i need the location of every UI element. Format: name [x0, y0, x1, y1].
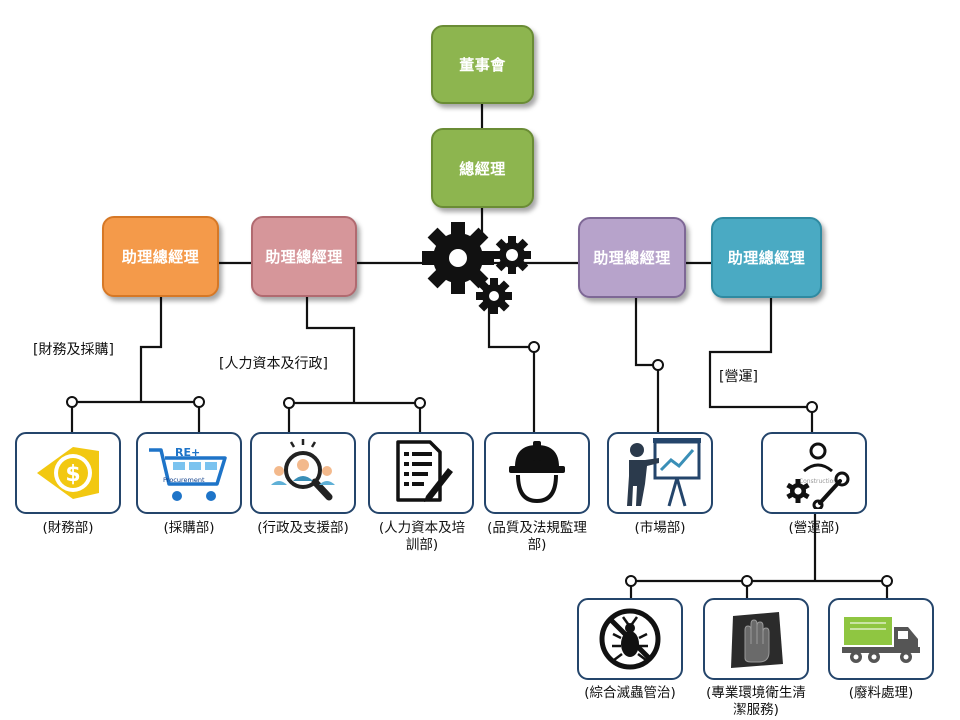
board-box: 董事會 [431, 25, 534, 104]
gears-icon [422, 222, 531, 314]
admin-support-dept-label: (行政及支援部) [257, 520, 349, 536]
group-operations: [營運] [719, 369, 758, 385]
presentation-icon [627, 438, 701, 507]
agm-marketing-label: 助理總經理 [593, 249, 671, 267]
general-manager-box: 總經理 [431, 128, 534, 208]
group-hr-admin: [人力資本及行政] [219, 356, 328, 372]
agm-finance-label: 助理總經理 [121, 248, 200, 266]
operations-dept-box: Construction [761, 432, 867, 514]
dump-truck-icon [842, 617, 920, 663]
agm-hr-box: 助理總經理 [251, 216, 357, 297]
admin-support-icon [271, 439, 335, 501]
svg-text:$: $ [65, 462, 80, 487]
quality-compliance-dept-box [484, 432, 590, 514]
waste-unit-box [828, 598, 934, 680]
general-manager-label: 總經理 [459, 159, 506, 178]
finance-icon: $ [37, 447, 99, 499]
agm-operations-label: 助理總經理 [727, 249, 806, 267]
no-bugs-icon [599, 608, 661, 670]
agm-finance-box: 助理總經理 [102, 216, 219, 297]
hr-training-dept-box [368, 432, 474, 514]
cleaning-hand-icon [731, 612, 783, 668]
agm-marketing-box: 助理總經理 [578, 217, 686, 298]
hard-hat-icon [509, 441, 565, 504]
procurement-icon-text: Procurement [163, 476, 205, 484]
board-label: 董事會 [459, 56, 506, 74]
pest-control-unit-label: (綜合滅蟲管治) [584, 685, 676, 701]
agm-operations-box: 助理總經理 [711, 217, 822, 298]
cleaning-unit-box [703, 598, 809, 680]
marketing-dept-box [607, 432, 713, 514]
cleaning-unit-label: (專業環境衛生清潔服務) [706, 685, 806, 718]
admin-support-dept-box [250, 432, 356, 514]
procurement-cart-icon: RE+ Procurement [149, 446, 227, 501]
marketing-dept-label: (市場部) [634, 520, 686, 536]
pest-control-unit-box [577, 598, 683, 680]
svg-text:RE+: RE+ [175, 446, 200, 459]
finance-dept-label: (財務部) [42, 520, 94, 536]
procurement-dept-label: (採購部) [163, 520, 215, 536]
procurement-dept-box: RE+ Procurement [136, 432, 242, 514]
operations-gear-icon: Construction [786, 442, 850, 509]
hr-training-dept-label: (人力資本及培訓部) [378, 520, 466, 553]
agm-hr-label: 助理總經理 [265, 248, 343, 266]
waste-unit-label: (廢料處理) [848, 685, 914, 701]
finance-dept-box: $ [15, 432, 121, 514]
operations-dept-label: (營運部) [788, 520, 840, 536]
operations-icon-text: Construction [799, 478, 837, 485]
quality-compliance-dept-label: (品質及法規監理部) [487, 520, 587, 553]
document-pen-icon [396, 440, 453, 502]
group-finance-procurement: [財務及採購] [33, 342, 114, 358]
